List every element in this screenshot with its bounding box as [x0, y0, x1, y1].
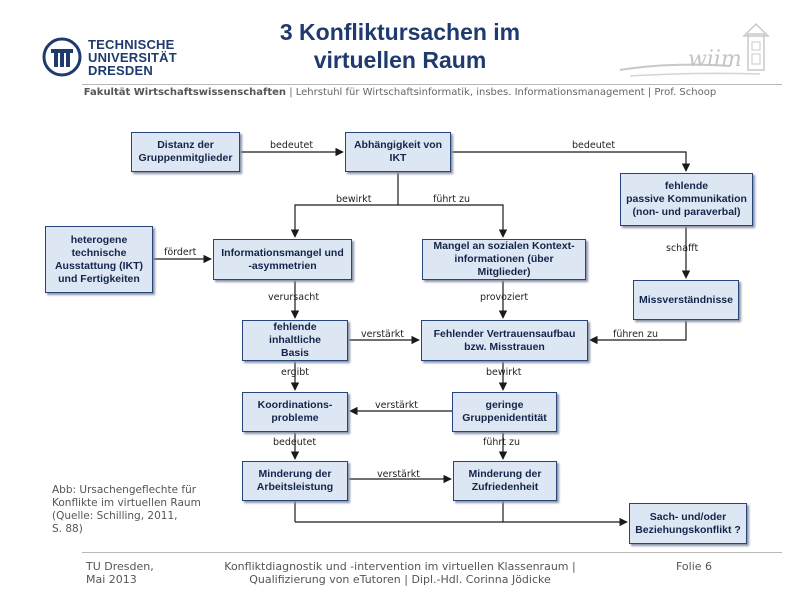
wiim-logo-icon: wiim — [619, 22, 770, 77]
edge-label-schafft: schafft — [666, 243, 699, 254]
node-vertrauensaufbau: Fehlender Vertrauensaufbau bzw. Misstrau… — [421, 320, 588, 361]
tud-emblem-icon — [42, 37, 82, 77]
node-heterogene-ausstattung: heterogene technische Ausstattung (IKT) … — [45, 226, 153, 293]
edge-missverstaendnisse-vertrauen — [589, 320, 687, 345]
edge-label-fuehren-zu: führen zu — [613, 329, 658, 340]
footer-divider — [82, 552, 782, 553]
edge-label-bedeutet: bedeutet — [572, 140, 616, 151]
edge-label-verstaerkt: verstärkt — [375, 400, 419, 411]
node-koordination: Koordinations- probleme — [242, 392, 348, 432]
wiim-logo-text: wiim — [688, 47, 742, 72]
edge-label-bewirkt: bewirkt — [336, 194, 372, 205]
edge-label-ergibt: ergibt — [281, 367, 310, 378]
faculty-name: Fakultät Wirtschaftswissenschaften — [83, 87, 287, 98]
node-fehlende-kommunikation: fehlende passive Kommunikation (non- und… — [620, 173, 753, 226]
node-gruppenidentitaet: geringe Gruppenidentität — [452, 392, 557, 432]
node-informationsmangel: Informationsmangel und -asymmetrien — [213, 239, 352, 280]
node-fehlende-basis: fehlende inhaltliche Basis — [242, 320, 348, 361]
faculty-line: Fakultät Wirtschaftswissenschaften | Leh… — [40, 87, 760, 98]
faculty-chair: | Lehrstuhl für Wirtschaftsinformatik, i… — [286, 87, 717, 98]
node-distanz: Distanz der Gruppenmitglieder — [131, 132, 240, 172]
footer-center: Konfliktdiagnostik und -intervention im … — [224, 560, 576, 586]
tu-dresden-logo: TECHNISCHE UNIVERSITÄT DRESDEN — [42, 36, 182, 78]
edge-abhaengigkeit-kontext — [398, 204, 508, 238]
slide-title-line2: virtuellen Raum — [313, 47, 487, 73]
header-divider — [82, 84, 782, 85]
node-zufriedenheit: Minderung der Zufriedenheit — [453, 461, 557, 501]
logo-line1: TECHNISCHE — [88, 37, 175, 52]
edge-abhaengigkeit-informationsmangel — [290, 204, 398, 238]
node-konflikt: Sach- und/oder Beziehungskonflikt ? — [629, 503, 747, 544]
node-arbeitsleistung: Minderung der Arbeitsleistung — [242, 461, 348, 501]
slide-title-line1: 3 Konfliktursachen im — [279, 19, 521, 45]
edge-label-bedeutet: bedeutet — [273, 437, 317, 448]
logo-line3: DRESDEN — [88, 63, 153, 78]
edge-label-verstaerkt: verstärkt — [361, 329, 405, 340]
footer-left: TU Dresden, Mai 2013 — [86, 560, 154, 586]
node-missverstaendnisse: Missverständnisse — [633, 280, 739, 320]
edge-label-bewirkt: bewirkt — [486, 367, 522, 378]
slide-title: 3 Konfliktursachen im virtuellen Raum — [200, 18, 600, 74]
edge-label-verstaerkt: verstärkt — [377, 469, 421, 480]
footer-slide-number: Folie 6 — [676, 560, 713, 573]
node-mangel-kontext: Mangel an sozialen Kontext- informatione… — [422, 239, 586, 280]
figure-caption: Abb: Ursachengeflechte für Konflikte im … — [52, 484, 201, 535]
edge-label-foerdert: fördert — [164, 247, 197, 258]
edge-label-bedeutet: bedeutet — [270, 140, 314, 151]
edge-label-fuehrt-zu: führt zu — [483, 437, 521, 448]
edge-label-fuehrt-zu: führt zu — [433, 194, 471, 205]
edge-abhaengigkeit-kommunikation — [451, 151, 691, 172]
edge-label-provoziert: provoziert — [480, 292, 529, 303]
edge-label-verursacht: verursacht — [268, 292, 320, 303]
logo-line2: UNIVERSITÄT — [88, 50, 177, 65]
wiim-logo: wiim — [610, 22, 780, 82]
node-abhaengigkeit: Abhängigkeit von IKT — [345, 132, 451, 172]
